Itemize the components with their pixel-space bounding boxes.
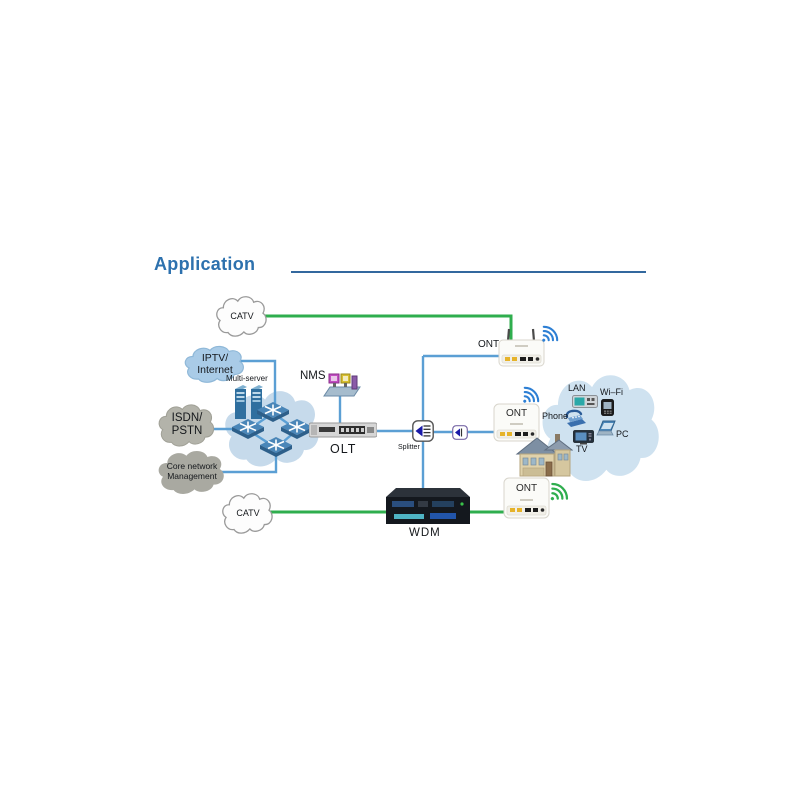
house-icon xyxy=(515,430,574,485)
splitter-icon xyxy=(412,420,434,447)
title-rule xyxy=(291,271,646,273)
core-mgmt-label-line2: Management xyxy=(167,471,217,481)
pc-label: PC xyxy=(616,429,629,439)
tv-label: TV xyxy=(576,444,588,454)
ont-top-label: ONT xyxy=(478,339,500,350)
olt-device-icon xyxy=(308,422,378,444)
iptv-label-line2: Internet xyxy=(197,364,233,376)
isdn-label-line2: PSTN xyxy=(171,425,203,437)
telephone-icon xyxy=(564,409,587,432)
wifi-label: Wi–Fi xyxy=(600,387,623,397)
lan-label: LAN xyxy=(568,383,586,393)
nms-workstation-icon xyxy=(322,370,362,403)
core-mgmt-cloud: Core network Management xyxy=(155,448,229,496)
core-router-bottom-icon xyxy=(260,437,292,465)
ont-bottom-device-icon: ONT xyxy=(503,477,550,525)
iptv-internet-label: IPTV/ Internet xyxy=(197,352,233,376)
iptv-label-line1: IPTV/ xyxy=(201,351,229,364)
page-title: Application xyxy=(154,254,256,274)
isdn-label-line1: ISDN/ xyxy=(171,411,203,424)
core-mgmt-label: Core network Management xyxy=(166,461,218,482)
wifi-waves-bottom-icon xyxy=(544,481,570,512)
olt-label: OLT xyxy=(330,442,357,456)
wdm-label: WDM xyxy=(409,527,441,539)
cloud-shape-icon xyxy=(214,294,270,338)
wifi-waves-top-icon xyxy=(536,324,560,353)
cloud-shape-icon xyxy=(220,491,276,535)
tv-icon xyxy=(573,430,594,450)
laptop-icon xyxy=(595,420,620,444)
core-mgmt-label-line1: Core network xyxy=(166,461,218,472)
splitter-label: Splitter xyxy=(398,444,420,451)
ont-top-device-icon xyxy=(498,326,545,372)
cloud-shape-icon xyxy=(158,450,224,494)
cloud-shape-icon xyxy=(182,344,248,384)
coupler-icon xyxy=(452,425,468,445)
ont-bottom-label: ONT xyxy=(515,483,538,494)
wifi-waves-mid-icon xyxy=(517,385,541,414)
isdn-pstn-label: ISDN/ PSTN xyxy=(172,412,203,438)
isdn-pstn-cloud: ISDN/ PSTN xyxy=(156,402,218,448)
catv-bottom-label: CATV xyxy=(236,507,260,518)
link-catv-to-ont-top xyxy=(262,314,513,344)
catv-top-cloud: CATV xyxy=(214,294,270,338)
catv-bottom-cloud: CATV xyxy=(220,491,276,535)
nms-label: NMS xyxy=(300,370,326,382)
ont-mid-device-icon: ONT xyxy=(493,403,540,448)
cloud-shape-icon xyxy=(156,402,218,448)
phone-label: Phone xyxy=(542,411,569,421)
iptv-internet-cloud: IPTV/ Internet xyxy=(182,344,248,384)
catv-top-label: CATV xyxy=(230,310,254,321)
multi-server-label: Multi-server xyxy=(226,374,268,383)
smartphone-icon xyxy=(601,399,614,421)
lan-switch-icon xyxy=(572,395,598,413)
ont-mid-label: ONT xyxy=(505,408,528,419)
